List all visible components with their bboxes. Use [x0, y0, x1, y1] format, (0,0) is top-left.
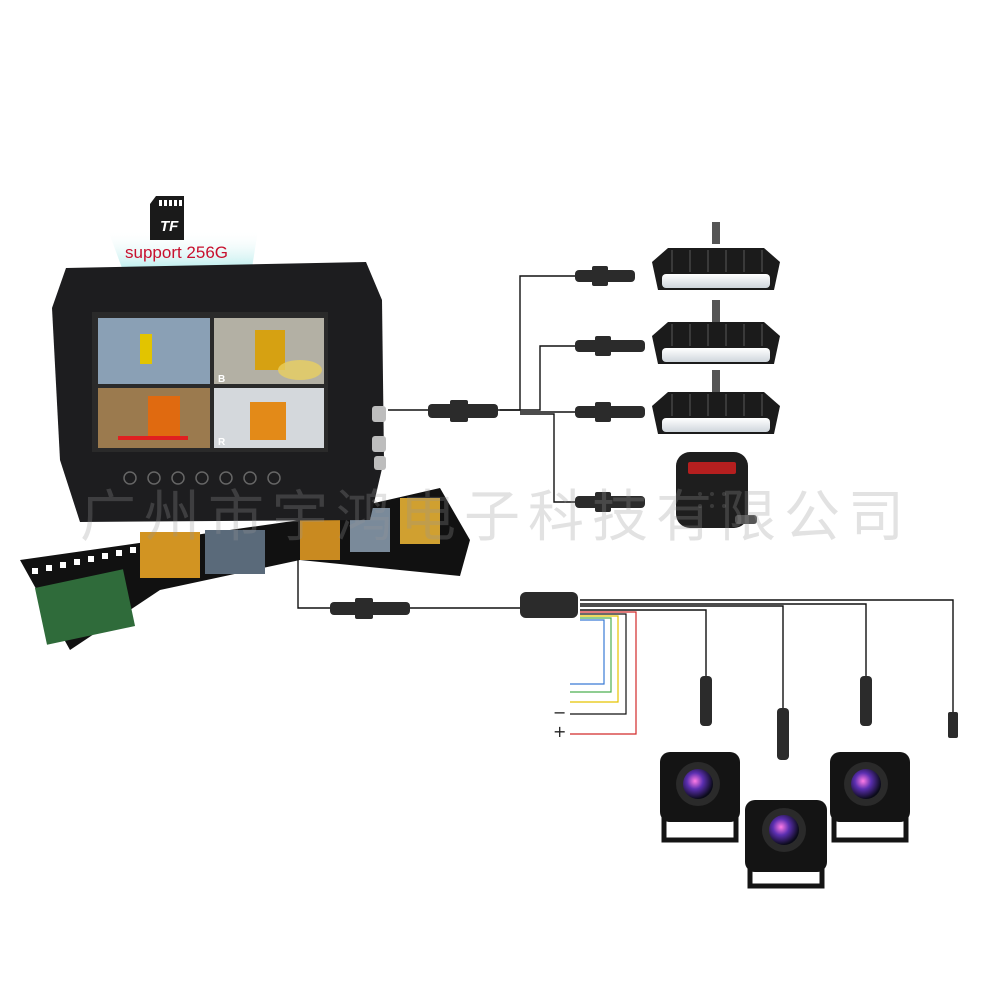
channel-label-r: R [218, 437, 226, 448]
work-light-icon [652, 222, 780, 290]
work-light-icon [652, 300, 780, 364]
negative-wire-label: − [553, 703, 567, 722]
connector-icon [330, 266, 958, 760]
camera-icon [745, 800, 827, 889]
camera-icon [830, 752, 910, 843]
sd-card-icon [150, 196, 184, 240]
tf-card-banner [108, 196, 258, 268]
camera-icon [660, 752, 740, 843]
tf-chip-label: TF [160, 218, 179, 235]
monitor-icon [52, 262, 386, 522]
channel-label-b: B [218, 374, 226, 385]
work-light-icon [652, 370, 780, 434]
tf-support-label: support 256G [125, 243, 229, 262]
film-strip-icon [20, 488, 470, 650]
positive-wire-label: + [553, 722, 567, 741]
power-wires [570, 611, 637, 735]
speaker-icon [676, 452, 757, 528]
